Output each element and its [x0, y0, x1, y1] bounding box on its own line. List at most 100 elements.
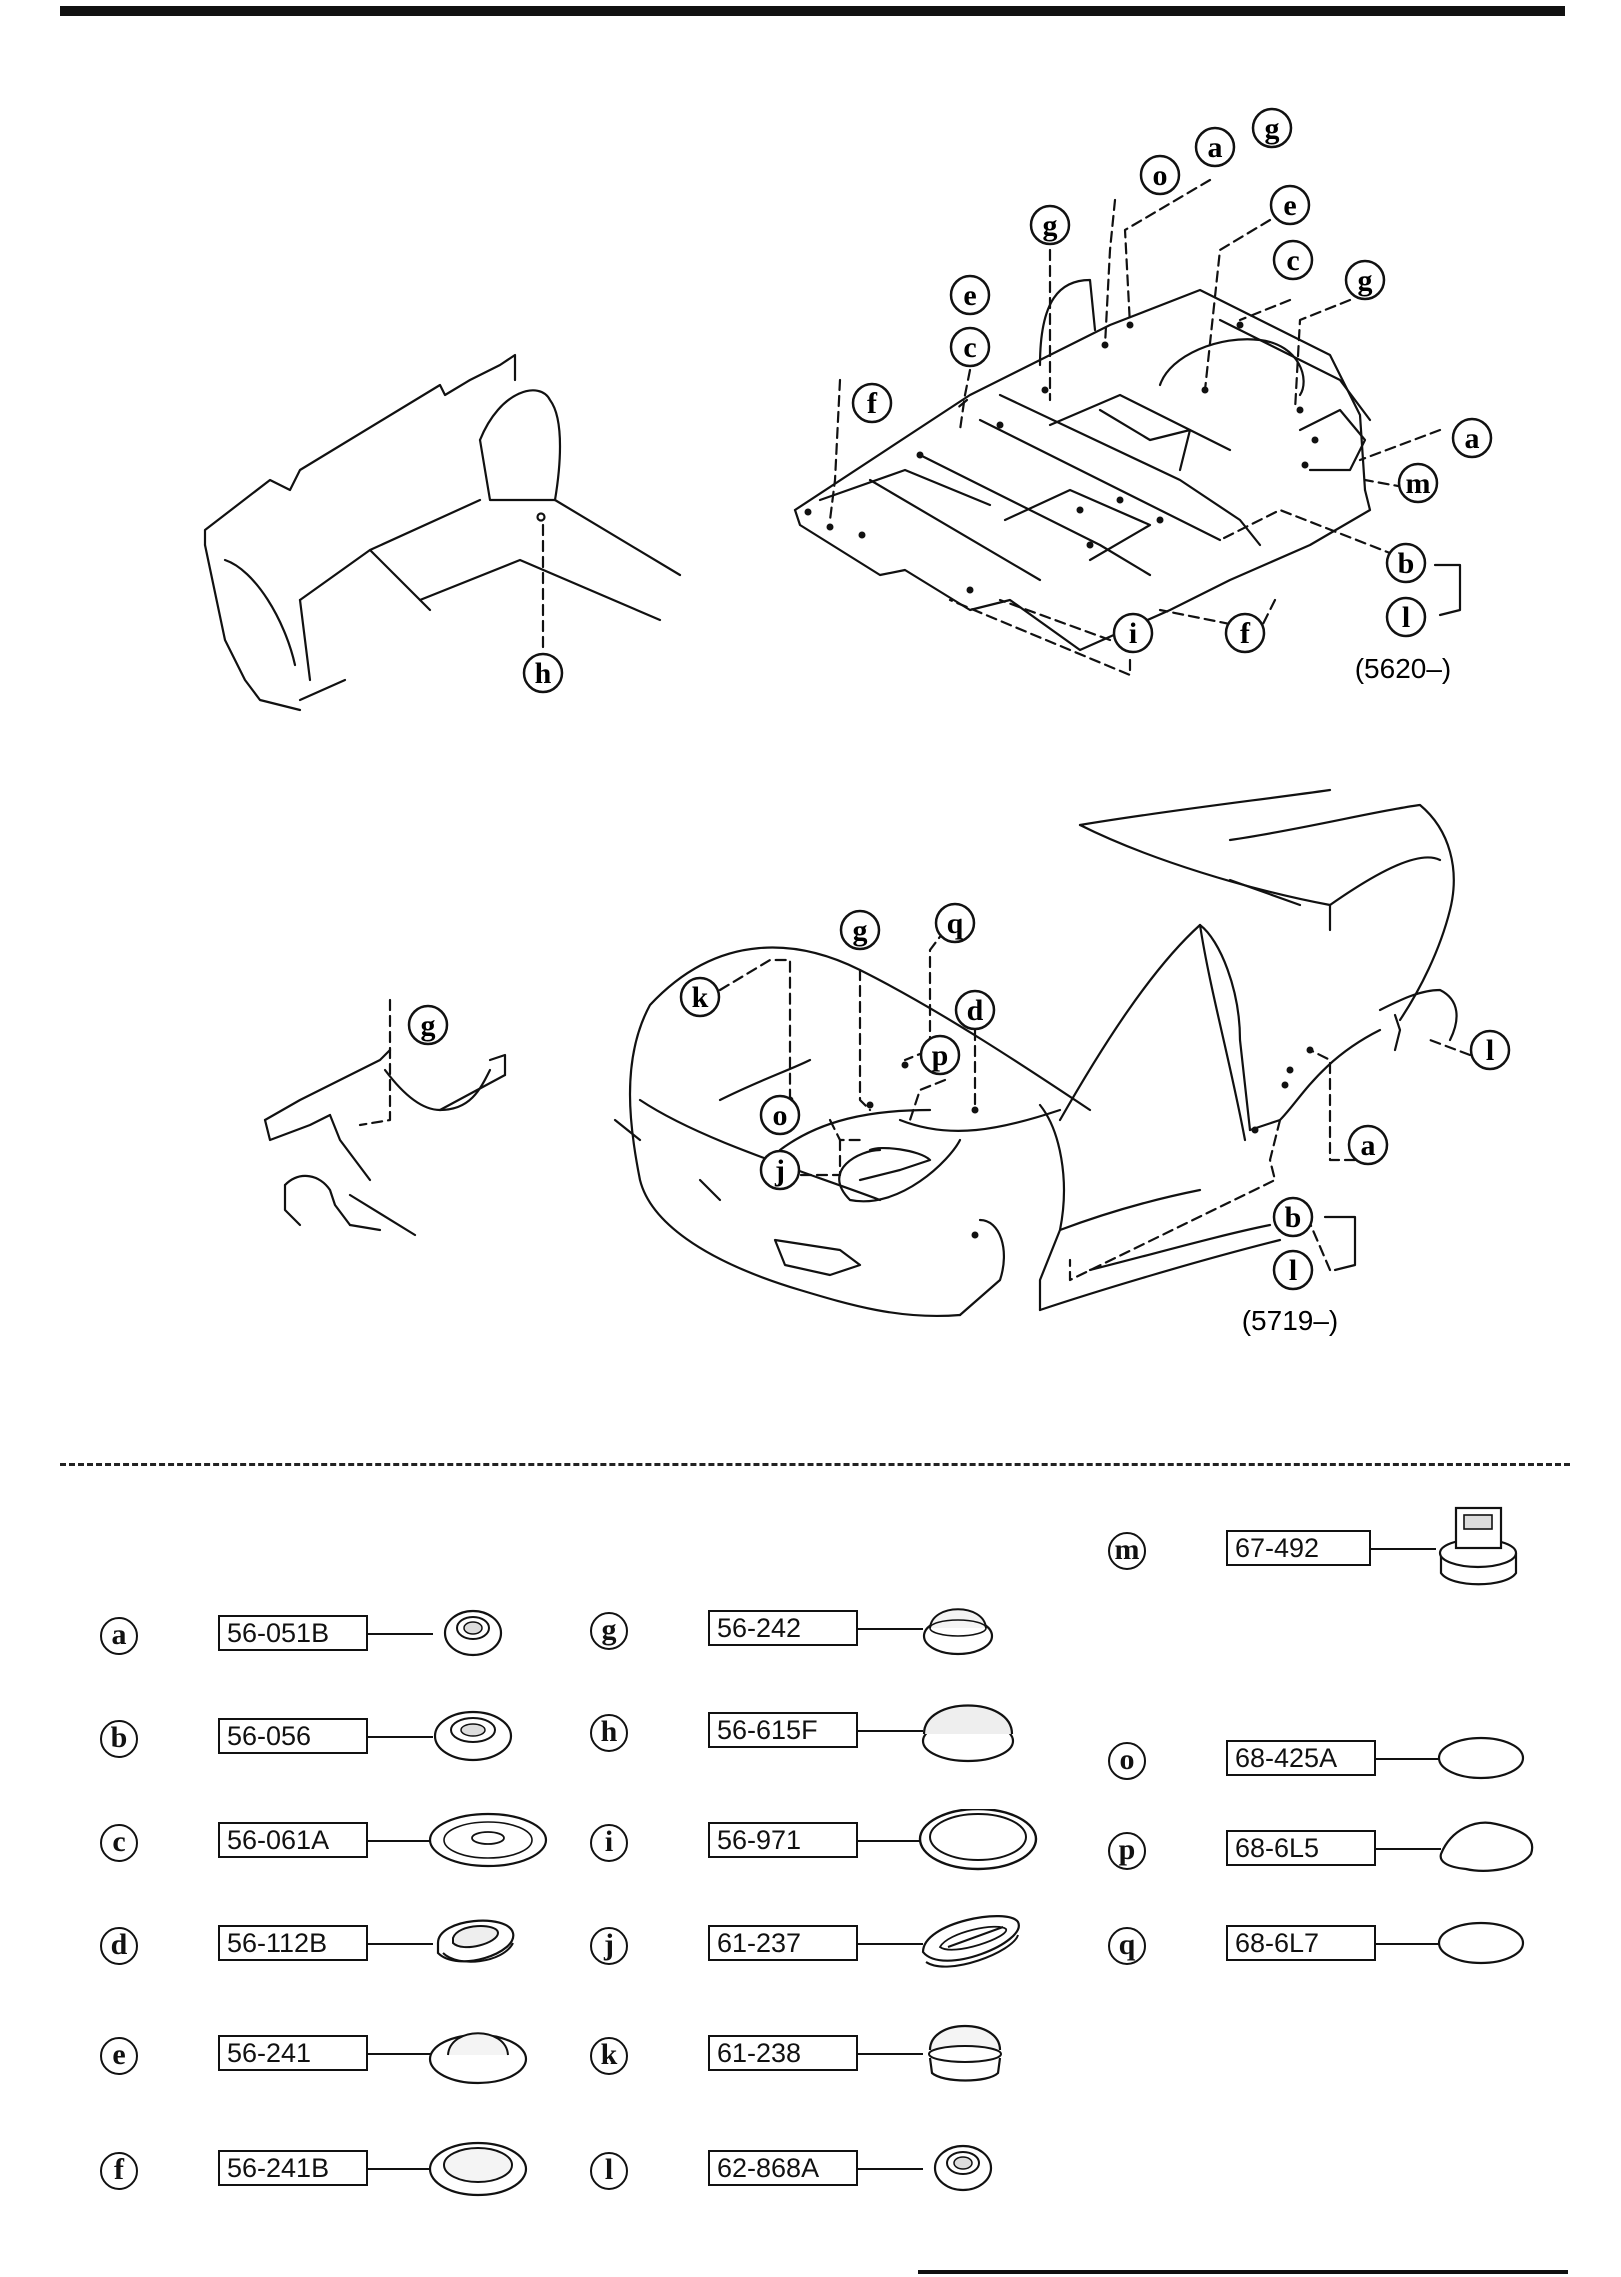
grommet-medium-icon [433, 1710, 513, 1762]
svg-text:f: f [1240, 617, 1251, 650]
legend-part-code: 61-237 [708, 1925, 858, 1961]
legend-leader-line [368, 1840, 433, 1842]
body-holes [786, 1046, 1314, 1239]
legend-leader-line [1376, 1943, 1441, 1945]
large-dome-plug-icon [921, 1704, 1015, 1763]
oval-seal-icon [1437, 1921, 1525, 1965]
svg-text:e: e [1283, 189, 1296, 222]
svg-text:m: m [1406, 467, 1431, 500]
svg-text:l: l [1402, 601, 1410, 634]
legend-part-code: 62-868A [708, 2150, 858, 2186]
legend-part-code: 68-6L5 [1226, 1830, 1376, 1866]
legend-leader-line [368, 1633, 433, 1635]
legend-letter: d [100, 1927, 138, 1965]
svg-text:g: g [421, 1009, 436, 1042]
legend-letter: l [590, 2152, 628, 2190]
grommet-small-icon [933, 2144, 993, 2192]
svg-text:l: l [1289, 1254, 1297, 1287]
legend-leader-line [368, 2053, 433, 2055]
legend-part-code: 56-051B [218, 1615, 368, 1651]
legend-row-m: m 67-492 [1108, 1506, 1528, 1586]
body-serial-note: (5719–) [1242, 1305, 1339, 1336]
legend-letter: b [100, 1720, 138, 1758]
callout-floor-g3: g [1344, 259, 1386, 301]
dome-plug-icon [428, 2031, 528, 2084]
legend-part-code: 67-492 [1226, 1530, 1371, 1566]
legend-leader-line [858, 1730, 923, 1732]
legend-letter: p [1108, 1832, 1146, 1870]
body-leaders [718, 928, 1472, 1282]
callout-floor-o: o [1139, 154, 1181, 196]
callout-body-k: k [679, 976, 721, 1018]
svg-text:g: g [1265, 112, 1280, 145]
callout-body-l: l [1469, 1029, 1511, 1071]
legend-leader-line [368, 1736, 433, 1738]
legend-part-code: 56-241B [218, 2150, 368, 2186]
svg-text:a: a [1208, 131, 1223, 164]
svg-text:o: o [1153, 159, 1168, 192]
callout-floor-b: b [1385, 542, 1427, 584]
callout-body-g: g [839, 909, 881, 951]
svg-text:k: k [692, 981, 709, 1014]
legend-row-l: l 62-868A [590, 2144, 1010, 2196]
floor-pan-drawing [793, 278, 1372, 652]
legend-part-code: 56-061A [218, 1822, 368, 1858]
callout-floor-g2: g [1029, 204, 1071, 246]
bracket-floor-bl [1433, 563, 1462, 617]
legend-row-f: f 56-241B [100, 2141, 528, 2197]
rear-panel-drawing [203, 353, 682, 712]
callout-floor-i: i [1112, 612, 1154, 654]
callout-floor-a: a [1194, 126, 1236, 168]
svg-text:i: i [1129, 617, 1137, 650]
legend-leader-line [368, 1943, 433, 1945]
callout-floor-c2: c [949, 326, 991, 368]
legend-letter: h [590, 1714, 628, 1752]
bracket-body-bl [1323, 1215, 1357, 1272]
legend-leader-line [858, 1628, 923, 1630]
legend-letter: m [1108, 1532, 1146, 1570]
svg-text:a: a [1465, 422, 1480, 455]
legend-row-g: g 56-242 [590, 1608, 1010, 1656]
callout-body-p: p [919, 1034, 961, 1076]
callout-body-q: q [934, 902, 976, 944]
callout-body-j: j [759, 1149, 801, 1191]
section-divider [60, 1463, 1570, 1466]
flat-ring-icon [428, 1812, 548, 1868]
svg-text:j: j [774, 1154, 785, 1187]
callout-floor-f1: f [851, 382, 893, 424]
callout-floor-g1: g [1251, 107, 1293, 149]
side-rail-drawing [263, 1048, 507, 1237]
callout-body-o: o [759, 1094, 801, 1136]
legend-leader-line [858, 2053, 923, 2055]
legend-leader-line [858, 1943, 923, 1945]
callout-floor-c1: c [1272, 239, 1314, 281]
callout-rear-h: h [522, 652, 564, 694]
callout-rail-g: g [407, 1004, 449, 1046]
legend-part-code: 56-241 [218, 2035, 368, 2071]
legend-letter: f [100, 2152, 138, 2190]
svg-text:c: c [963, 331, 976, 364]
svg-text:h: h [535, 657, 552, 690]
callout-floor-m: m [1397, 462, 1439, 504]
legend-part-code: 56-056 [218, 1718, 368, 1754]
callout-body-d: d [954, 989, 996, 1031]
legend-letter: i [590, 1824, 628, 1862]
svg-text:g: g [1358, 264, 1373, 297]
oval-grommet-icon [436, 1919, 515, 1963]
svg-text:o: o [773, 1099, 788, 1132]
legend-letter: g [590, 1612, 628, 1650]
legend-part-code: 68-6L7 [1226, 1925, 1376, 1961]
callout-floor-f2: f [1224, 612, 1266, 654]
svg-text:b: b [1398, 547, 1415, 580]
legend-part-code: 68-425A [1226, 1740, 1376, 1776]
legend-part-code: 56-242 [708, 1610, 858, 1646]
